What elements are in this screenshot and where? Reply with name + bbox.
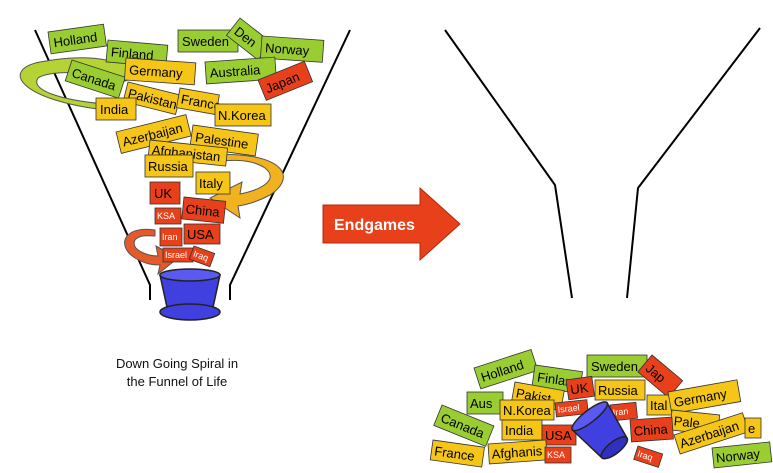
pile-usa-text: USA — [545, 428, 572, 443]
pile-china: China — [629, 416, 674, 443]
label-finland-text: Finland — [110, 44, 154, 63]
pile-china-text: China — [633, 421, 669, 438]
pile-india: India — [501, 419, 543, 441]
pile-afghanistan: Afghanis — [487, 439, 548, 465]
endgames-label: Endgames — [334, 217, 415, 234]
pile-uk: UK — [565, 375, 595, 401]
label-uk-text: UK — [154, 186, 172, 201]
label-india: India — [95, 97, 137, 121]
label-germany-text: Germany — [129, 62, 184, 81]
label-israel-text: Israel — [165, 250, 187, 260]
pile-iran-text: Iran — [612, 406, 628, 418]
pile-finland-text: Finlan — [536, 370, 573, 390]
label-iran: Iran — [159, 227, 183, 247]
label-france-text: France — [180, 91, 222, 113]
pile-italy-text: Ital — [650, 398, 667, 413]
pile-japan: Jap — [637, 354, 684, 399]
label-italy-text: Italy — [199, 176, 223, 191]
pile-russia-text: Russia — [598, 383, 639, 398]
pile-label-group: Holland Finlan Sweden Jap Aus Pakist UK — [429, 348, 773, 469]
pile-italy: Ital — [646, 394, 674, 416]
pile-israel: Israel — [554, 399, 589, 418]
label-uk: UK — [149, 181, 181, 205]
label-norway: Norway — [260, 35, 325, 63]
pile-uk-text: UK — [569, 380, 589, 397]
funnel-label-group: Holland Finland Sweden Den Norway Canada… — [47, 17, 325, 268]
label-australia-text: Australia — [209, 62, 261, 81]
label-holland-text: Holland — [53, 29, 99, 50]
pile-ksa: KSA — [544, 446, 572, 464]
label-russia: Russia — [144, 154, 194, 178]
pile-france-text: France — [433, 443, 475, 463]
pile-palestine-text: Pale — [673, 413, 700, 431]
label-ksa-text: KSA — [157, 211, 175, 221]
pile-e-text: e — [748, 421, 755, 436]
label-germany: Germany — [124, 57, 197, 86]
pile-norway-text: Norway — [715, 446, 761, 466]
pile-ksa-text: KSA — [547, 450, 565, 460]
pile-iraq-text: Iraq — [636, 449, 654, 463]
label-italy: Italy — [195, 171, 231, 195]
blue-cup — [159, 268, 221, 321]
pile-australia: Aus — [466, 391, 504, 415]
pile-e: e — [744, 417, 762, 439]
label-iran-text: Iran — [162, 232, 178, 242]
left-funnel — [34, 29, 351, 300]
label-holland: Holland — [47, 23, 107, 55]
label-russia-text: Russia — [148, 159, 189, 174]
pile-sweden-text: Sweden — [591, 359, 638, 374]
label-norway-text: Norway — [265, 40, 311, 58]
endgames-arrow: Endgames — [322, 186, 461, 262]
pile-norway: Norway — [711, 441, 773, 469]
label-usa: USA — [183, 223, 221, 245]
pile-nkorea: N.Korea — [499, 399, 555, 421]
right-funnel — [444, 27, 761, 299]
label-india-text: India — [100, 102, 129, 117]
label-china-text: China — [185, 201, 221, 220]
pile-afghanistan-text: Afghanis — [491, 443, 543, 462]
pile-iraq: Iraq — [633, 445, 664, 468]
pile-israel-text: Israel — [557, 402, 580, 414]
label-usa-text: USA — [187, 227, 214, 242]
pile-iran: Iran — [609, 401, 638, 422]
pile-usa: USA — [541, 424, 577, 446]
label-china: China — [181, 196, 227, 224]
label-iraq: Iraq — [188, 245, 216, 268]
label-nkorea: N.Korea — [214, 103, 272, 127]
pile-france: France — [429, 439, 485, 468]
pile-nkorea-text: N.Korea — [503, 403, 551, 418]
pile-australia-text: Aus — [470, 396, 493, 411]
label-ksa: KSA — [154, 207, 182, 225]
tipped-blue-cup — [571, 401, 629, 460]
label-israel: Israel — [162, 247, 194, 263]
pile-holland: Holland — [473, 348, 539, 390]
pile-russia: Russia — [594, 379, 646, 401]
pile-sweden: Sweden — [586, 354, 648, 378]
label-iraq-text: Iraq — [192, 249, 210, 264]
pile-india-text: India — [505, 423, 534, 438]
label-denmark: Den — [225, 17, 273, 61]
label-nkorea-text: N.Korea — [218, 108, 266, 123]
caption: Down Going Spiral in the Funnel of Life — [115, 356, 239, 389]
label-sweden-text: Sweden — [182, 34, 229, 49]
label-australia: Australia — [204, 56, 277, 85]
